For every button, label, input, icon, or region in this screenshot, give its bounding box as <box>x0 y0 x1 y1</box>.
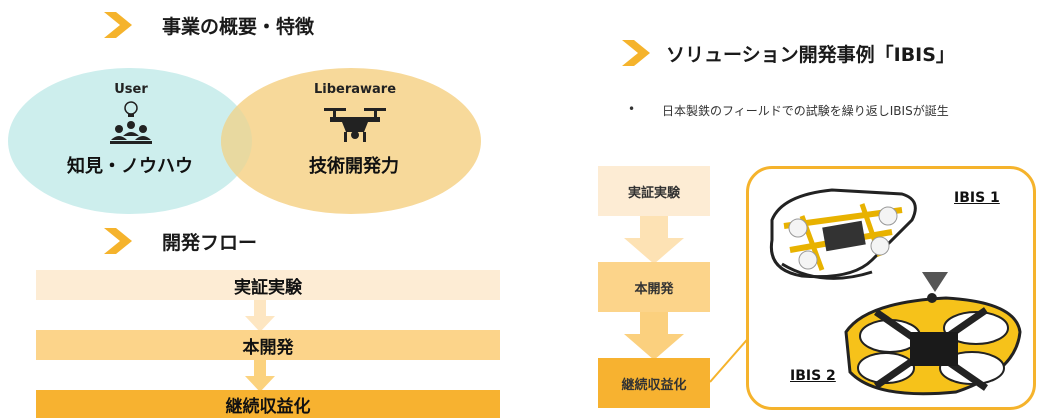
down-arrow-icon <box>624 312 684 360</box>
chevron-right-icon <box>622 40 650 66</box>
down-arrow-icon <box>245 360 275 392</box>
ibis2-drone-image <box>844 293 1022 396</box>
venn-liberaware-label: 技術開発力 <box>309 156 399 177</box>
ibis1-label: IBIS 1 <box>954 190 1000 206</box>
triangle-down-icon <box>922 272 948 292</box>
chevron-right-icon <box>104 228 132 254</box>
connector-line <box>709 333 753 383</box>
bullet-text: 日本製鉄のフィールドでの試験を繰り返しIBISが誕生 <box>662 104 949 118</box>
down-arrow-icon <box>245 300 275 332</box>
ibis1-drone-image <box>769 188 917 280</box>
section-title-overview: 事業の概要・特徴 <box>162 16 315 38</box>
down-arrow-icon <box>624 216 684 264</box>
ibis2-label: IBIS 2 <box>790 368 836 384</box>
ibis-flow-development: 本開発 <box>598 262 710 312</box>
venn-liberaware-caption: Liberaware <box>313 82 397 97</box>
section-title-dev-flow: 開発フロー <box>162 232 258 254</box>
flow-step-monetization: 継続収益化 <box>36 390 500 418</box>
chevron-right-icon <box>104 12 132 38</box>
flow-step-development: 本開発 <box>36 330 500 360</box>
venn-user-label: 知見・ノウハウ <box>67 156 193 177</box>
bullet-dot: • <box>628 102 636 116</box>
flow-step-verification: 実証実験 <box>36 270 500 300</box>
ibis-flow-monetization: 継続収益化 <box>598 358 710 408</box>
venn-diagram <box>8 68 481 214</box>
venn-user-caption: User <box>114 82 148 97</box>
section-title-ibis: ソリューション開発事例「IBIS」 <box>666 44 955 66</box>
ibis-flow-verification: 実証実験 <box>598 166 710 216</box>
drone-icon <box>324 108 386 142</box>
users-lightbulb-icon <box>110 101 152 144</box>
venn-liberaware-circle <box>221 68 481 214</box>
